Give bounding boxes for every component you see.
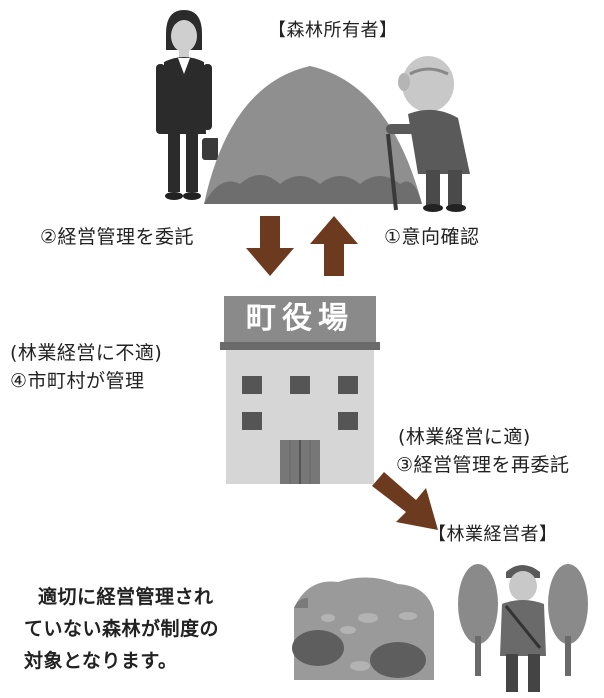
mountain-illustration [204,66,422,204]
forester-illustration [458,564,588,692]
municipal-management-label: ④市町村が管理 [10,370,145,392]
delegate-management-label: ②経営管理を委託 [40,226,195,248]
forest-owner-label: 【森林所有者】 [268,20,398,41]
up-arrow-icon [310,216,358,276]
woman-illustration [156,10,218,200]
note-line-3: 対象となります。 [24,650,178,672]
note-line-1: 適切に経営管理され [38,586,214,608]
town-hall-sign: 町役場 [246,301,354,336]
re-delegate-label: ③経営管理を再委託 [396,454,570,476]
note-line-2: ていない森林が制度の [24,618,220,640]
unsuitable-condition-label: (林業経営に不適) [10,342,163,364]
intent-confirmation-label: ①意向確認 [384,226,480,248]
forester-label: 【林業経営者】 [428,524,558,545]
town-hall-building: 町役場 [220,292,380,488]
diagonal-arrow-icon [372,472,438,530]
unmanaged-forest-illustration [292,577,434,680]
elderly-man-illustration [386,56,470,212]
down-arrow-icon [246,216,294,276]
suitable-condition-label: (林業経営に適) [398,426,531,448]
